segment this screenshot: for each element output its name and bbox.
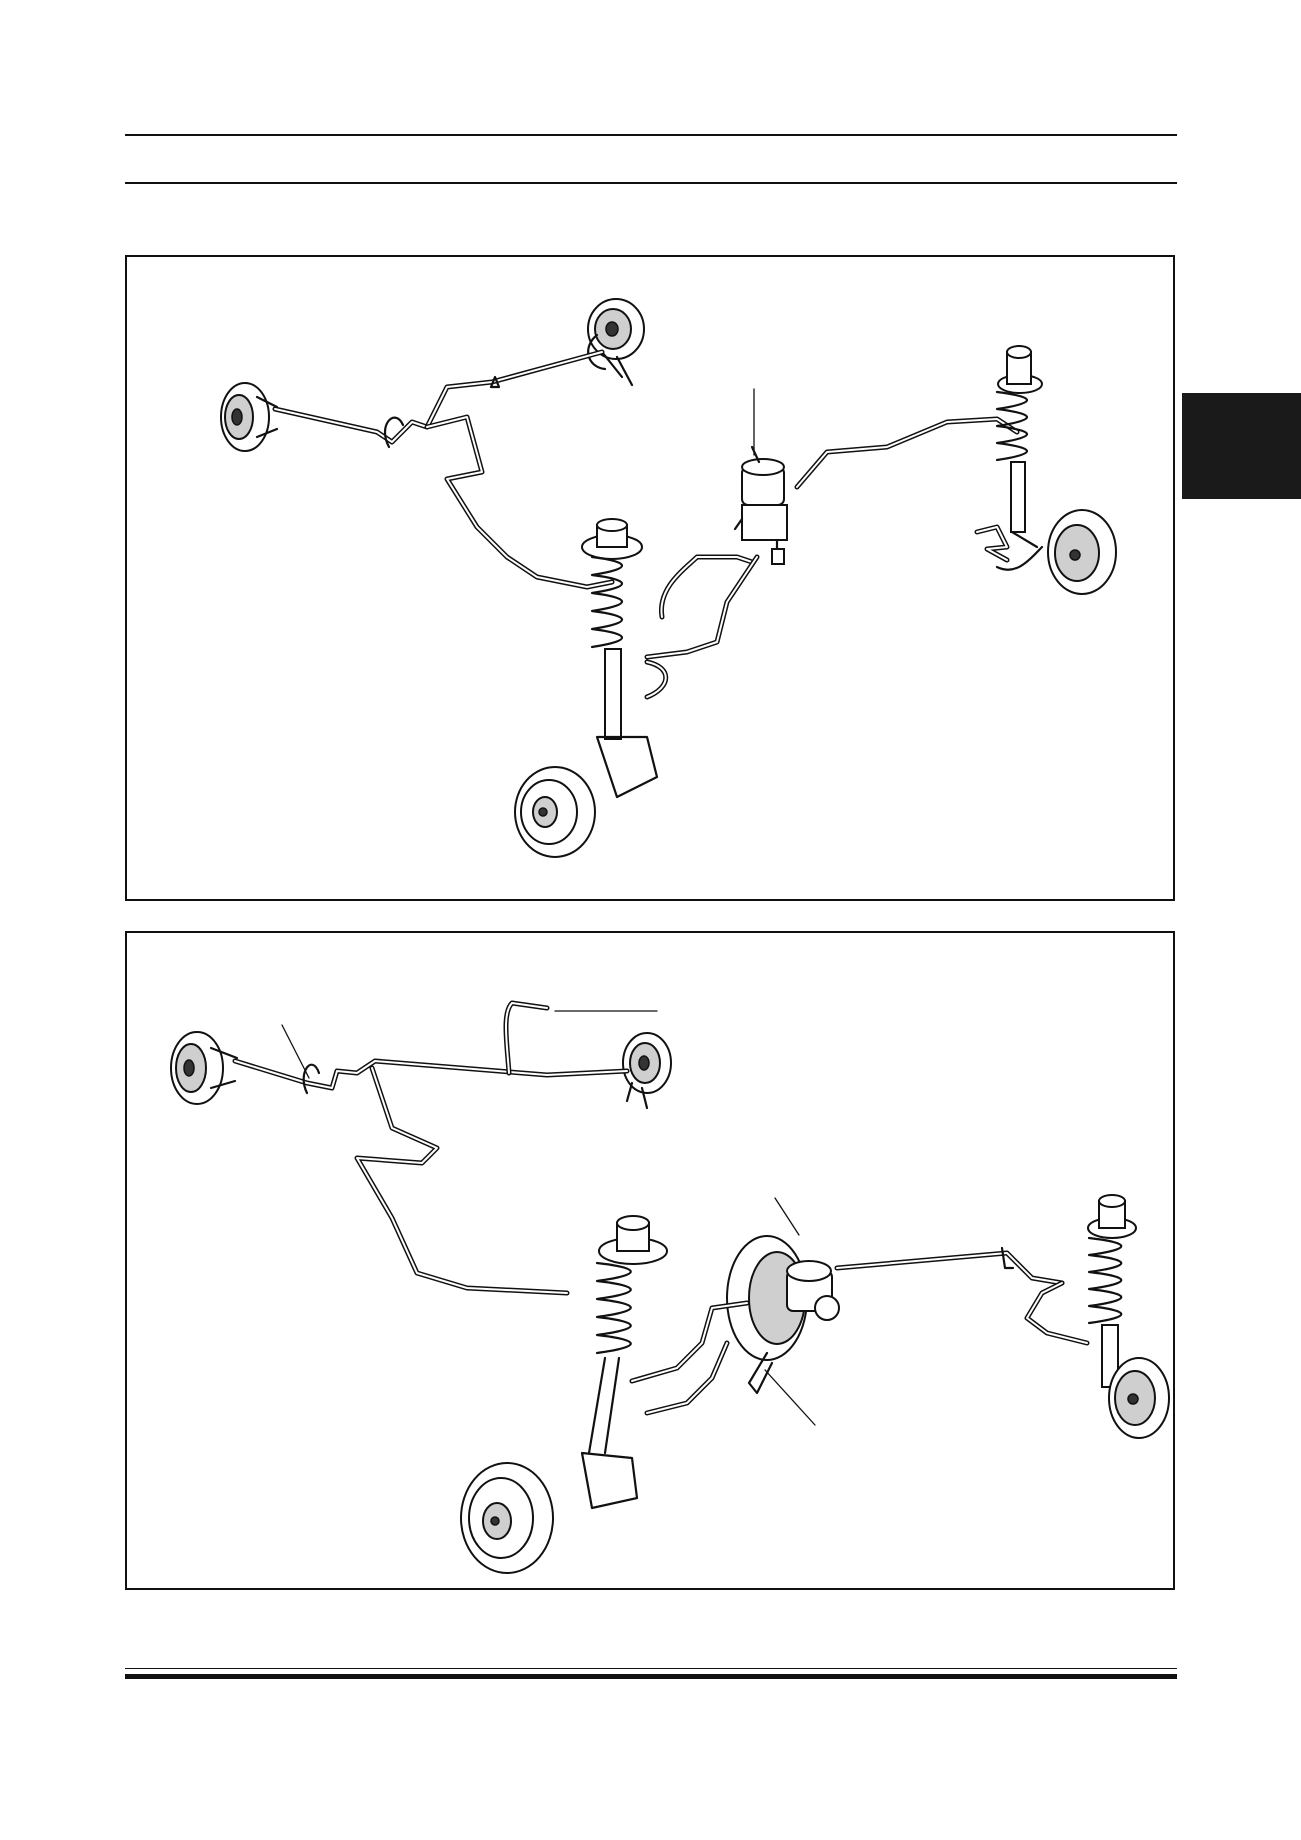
figure-brake-layout-bottom (125, 931, 1175, 1590)
leader-line-2 (281, 1024, 310, 1079)
leader-line-5 (764, 1369, 816, 1426)
rear-left-brake-drum (220, 382, 279, 452)
footer-rule-thin (125, 1668, 1177, 1669)
rear-left-brake-drum (170, 1031, 239, 1105)
brake-diagram-2 (170, 1000, 1170, 1574)
header-rule-bottom (125, 182, 1177, 184)
rear-brake-pipes (272, 349, 615, 590)
rear-brake-pipes (232, 1000, 658, 1296)
leader-line-4 (774, 1197, 800, 1236)
rear-right-brake-drum (587, 298, 645, 387)
brake-diagram-1 (220, 298, 1117, 858)
front-brake-pipes (644, 416, 1020, 700)
header-rule-top (125, 134, 1177, 136)
section-tab[interactable] (1182, 393, 1301, 499)
master-cylinder (733, 388, 788, 565)
front-right-strut-assembly (974, 345, 1117, 595)
rear-right-brake-drum (622, 1032, 672, 1110)
front-left-strut-assembly (514, 518, 659, 858)
front-brake-pipes (629, 1246, 1065, 1416)
front-left-strut-assembly (460, 1215, 668, 1574)
footer-rule-thick (125, 1674, 1177, 1679)
brake-booster (726, 1197, 840, 1426)
front-right-strut-assembly (1024, 1194, 1170, 1439)
figure-brake-layout-top (125, 255, 1175, 901)
